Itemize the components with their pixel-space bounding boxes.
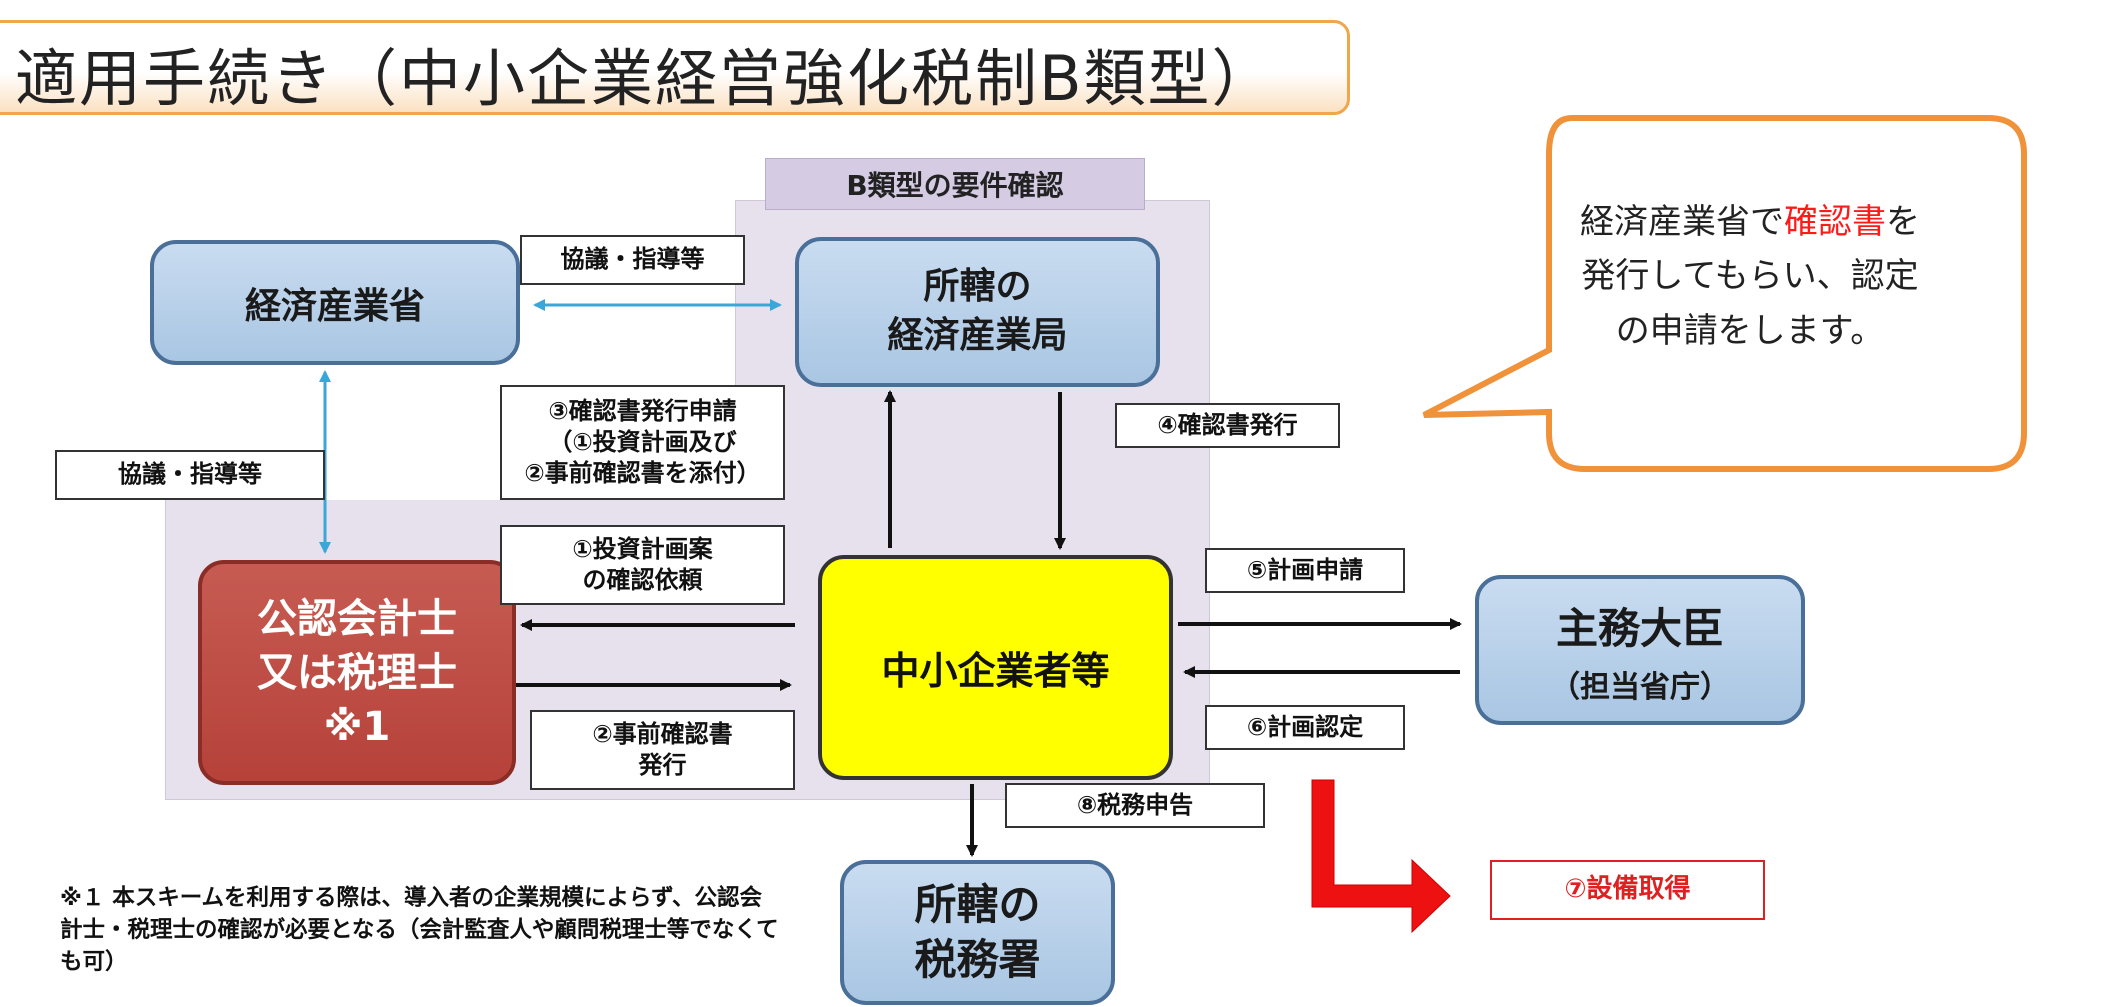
- label-step3-line3: ②事前確認書を添付）: [524, 459, 761, 488]
- node-tax-office: 所轄の 税務署: [840, 860, 1115, 1005]
- node-cpa-line2: 又は税理士: [257, 649, 457, 696]
- title-bar: [0, 20, 1350, 115]
- node-tax-line2: 税務署: [914, 934, 1041, 984]
- node-minister-label: 主務大臣: [1555, 603, 1724, 653]
- node-bureau-line2: 経済産業局: [887, 315, 1068, 356]
- callout-line1-after: を: [1886, 202, 1920, 242]
- label-step1: ①投資計画案 の確認依頼: [500, 525, 785, 605]
- node-minister-sub: （担当省庁）: [1550, 669, 1730, 705]
- node-cpa: 公認会計士 又は税理士 ※1: [198, 560, 516, 785]
- arrow-equipment-acquisition: [1311, 779, 1451, 934]
- footnote: ※１ 本スキームを利用する際は、導入者の企業規模によらず、公認会計士・税理士の確…: [60, 885, 779, 975]
- callout-line1-before: 経済産業省で: [1580, 202, 1784, 242]
- label-step1-line2: の確認依頼: [582, 566, 703, 594]
- requirement-panel-label: B類型の要件確認: [765, 158, 1145, 210]
- callout-line3: の申請をします。: [1615, 310, 1885, 351]
- label-step6: ⑥計画認定: [1205, 705, 1405, 750]
- label-consult-left: 協議・指導等: [55, 450, 325, 500]
- label-step3: ③確認書発行申請 （①投資計画及び ②事前確認書を添付）: [500, 385, 785, 500]
- node-cpa-line1: 公認会計士: [257, 595, 457, 642]
- label-step5: ⑤計画申請: [1205, 548, 1405, 593]
- label-step3-line2: （①投資計画及び: [548, 427, 737, 456]
- label-step4: ④確認書発行: [1115, 403, 1340, 448]
- node-sme: 中小企業者等: [818, 555, 1173, 780]
- label-step2-line1: ②事前確認書: [592, 719, 733, 748]
- label-step1-line1: ①投資計画案: [572, 534, 713, 563]
- node-regional-bureau: 所轄の 経済産業局: [795, 237, 1160, 387]
- node-bureau-line1: 所轄の: [923, 266, 1032, 308]
- label-consult-top: 協議・指導等: [520, 235, 745, 285]
- node-meti: 経済産業省: [150, 240, 520, 365]
- callout-bubble: [1422, 115, 2027, 472]
- node-tax-line1: 所轄の: [914, 879, 1041, 929]
- page-title: 適用手続き（中小企業経営強化税制B類型）: [15, 42, 1276, 115]
- label-step7: ⑦設備取得: [1490, 860, 1765, 920]
- node-sme-label: 中小企業者等: [881, 649, 1110, 693]
- callout-text: 経済産業省で確認書を 発行してもらい、認定 の申請をします。: [1545, 195, 1955, 358]
- node-cpa-line3: ※1: [323, 703, 391, 750]
- callout-highlight: 確認書: [1784, 202, 1886, 242]
- label-step2-line2: 発行: [638, 751, 687, 779]
- label-step3-line1: ③確認書発行申請: [548, 396, 737, 425]
- node-minister: 主務大臣 （担当省庁）: [1475, 575, 1805, 725]
- node-meti-label: 経済産業省: [244, 285, 425, 327]
- label-step8: ⑧税務申告: [1005, 783, 1265, 828]
- callout-line1: 経済産業省で確認書を: [1545, 195, 1955, 249]
- label-step2: ②事前確認書 発行: [530, 710, 795, 790]
- callout-line2: 発行してもらい、認定: [1581, 256, 1919, 297]
